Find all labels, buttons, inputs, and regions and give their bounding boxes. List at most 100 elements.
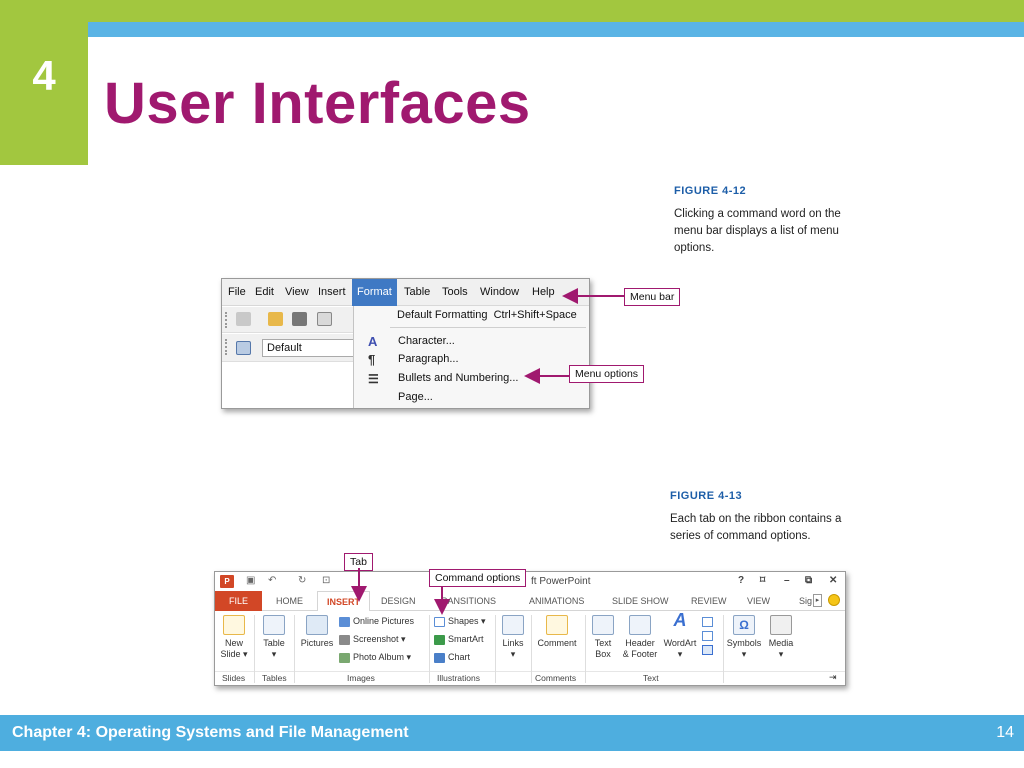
- menu-option-paragraph[interactable]: Paragraph...: [398, 353, 459, 365]
- group-separator: [294, 615, 295, 683]
- media-label: Media: [768, 638, 794, 648]
- date-time-icon: [702, 617, 713, 627]
- collapse-ribbon-icon[interactable]: ⇥: [829, 672, 837, 682]
- pictures-button[interactable]: Pictures: [299, 615, 335, 649]
- chart-button[interactable]: Chart: [434, 652, 470, 663]
- media-icon: [770, 615, 792, 635]
- header-footer-label-2: & Footer: [622, 649, 658, 659]
- scroll-right-icon[interactable]: ▸: [813, 594, 822, 607]
- ribbon-display-icon[interactable]: ⌑: [760, 575, 766, 586]
- photo-album-icon: [339, 652, 350, 663]
- group-label-images: Images: [347, 673, 375, 683]
- media-dropdown: ▾: [778, 649, 784, 659]
- text-box-icon: [592, 615, 614, 635]
- style-select[interactable]: Default: [262, 339, 354, 357]
- menu-help[interactable]: Help: [532, 286, 555, 298]
- symbols-icon: Ω: [733, 615, 755, 635]
- undo-icon[interactable]: ↶: [268, 575, 277, 586]
- menu-view[interactable]: View: [285, 286, 309, 298]
- menu-option-character[interactable]: Character...: [398, 335, 455, 347]
- tab-view[interactable]: VIEW: [747, 596, 771, 606]
- new-slide-button[interactable]: New Slide ▾: [219, 615, 249, 660]
- new-slide-icon: [223, 615, 245, 635]
- menu-bar: File Edit View Insert Format Table Tools…: [222, 279, 589, 306]
- group-separator: [585, 615, 586, 683]
- ribbon-group-divider: [215, 671, 845, 672]
- menu-window[interactable]: Window: [480, 286, 520, 298]
- photo-album-button[interactable]: Photo Album ▾: [339, 652, 411, 663]
- group-label-text: Text: [643, 673, 659, 683]
- shapes-button[interactable]: Shapes ▾: [434, 616, 486, 627]
- menu-edit[interactable]: Edit: [255, 286, 274, 298]
- tab-animations[interactable]: ANIMATIONS: [529, 596, 585, 606]
- table-label: Table: [263, 638, 285, 648]
- styles-icon[interactable]: [236, 341, 251, 355]
- tab-callout: Tab: [344, 553, 373, 571]
- menu-table[interactable]: Table: [404, 286, 431, 298]
- comment-label: Comment: [537, 638, 577, 648]
- toolbar-grip[interactable]: [225, 339, 228, 355]
- symbols-button[interactable]: Ω Symbols ▾: [725, 615, 763, 660]
- paragraph-icon: ¶: [368, 352, 376, 367]
- smartart-label: SmartArt: [448, 634, 484, 644]
- formatting-toolbar: Default: [222, 334, 354, 362]
- wordart-label: WordArt: [663, 638, 697, 648]
- save-icon[interactable]: [292, 312, 307, 326]
- group-separator: [254, 615, 255, 683]
- tab-design[interactable]: DESIGN: [381, 596, 416, 606]
- toolbar-grip[interactable]: [225, 312, 228, 328]
- menu-options-callout: Menu options: [569, 365, 645, 383]
- links-icon: [502, 615, 524, 635]
- online-pictures-button[interactable]: Online Pictures: [339, 616, 414, 627]
- header-footer-label-1: Header: [625, 638, 655, 648]
- figure-13-label: FIGURE 4-13: [670, 490, 743, 502]
- menu-file[interactable]: File: [228, 286, 246, 298]
- new-document-icon[interactable]: [236, 312, 251, 326]
- email-icon[interactable]: [317, 312, 332, 326]
- media-button[interactable]: Media ▾: [765, 615, 797, 660]
- menu-option-default-formatting[interactable]: Default Formatting Ctrl+Shift+Space: [397, 309, 577, 321]
- tab-transitions[interactable]: RANSITIONS: [441, 596, 497, 606]
- menu-tools[interactable]: Tools: [442, 286, 468, 298]
- menu-insert[interactable]: Insert: [318, 286, 346, 298]
- menu-format[interactable]: Format: [352, 279, 397, 306]
- object-icon: [702, 645, 713, 655]
- save-icon[interactable]: ▣: [246, 575, 256, 586]
- tab-home[interactable]: HOME: [276, 596, 303, 606]
- smartart-button[interactable]: SmartArt: [434, 634, 484, 645]
- tab-insert[interactable]: INSERT: [317, 591, 371, 612]
- footer-chapter-title: Chapter 4: Operating Systems and File Ma…: [12, 724, 409, 741]
- header-footer-button[interactable]: Header & Footer: [620, 615, 660, 660]
- chapter-badge: [0, 22, 88, 165]
- menu-option-bullets[interactable]: Bullets and Numbering...: [398, 372, 519, 384]
- chart-label: Chart: [448, 652, 471, 662]
- start-from-beginning-icon[interactable]: ⊡: [322, 575, 331, 586]
- table-button[interactable]: Table ▾: [259, 615, 289, 660]
- date-time-button[interactable]: [702, 617, 716, 655]
- close-icon[interactable]: ✕: [829, 575, 838, 586]
- restore-icon[interactable]: ⧉: [805, 575, 813, 586]
- slide-number-icon: [702, 631, 713, 641]
- tab-review[interactable]: REVIEW: [691, 596, 727, 606]
- smiley-icon[interactable]: [828, 594, 840, 606]
- tab-sign-in[interactable]: Sig: [799, 596, 813, 606]
- text-box-button[interactable]: Text Box: [590, 615, 616, 660]
- table-icon: [263, 615, 285, 635]
- menu-bar-callout: Menu bar: [624, 288, 681, 306]
- screenshot-icon: [339, 634, 350, 645]
- tab-slide-show[interactable]: SLIDE SHOW: [612, 596, 669, 606]
- links-button[interactable]: Links ▾: [499, 615, 527, 660]
- symbols-label: Symbols: [726, 638, 762, 648]
- title-bar: P ▣ ↶ ↻ ⊡ ft PowerPoint ? ⌑ – ⧉ ✕: [215, 572, 845, 591]
- group-separator: [531, 615, 532, 683]
- menu-option-page[interactable]: Page...: [398, 391, 433, 403]
- open-folder-icon[interactable]: [268, 312, 283, 326]
- comment-button[interactable]: Comment: [535, 615, 579, 649]
- wordart-button[interactable]: A WordArt ▾: [662, 611, 698, 660]
- redo-icon[interactable]: ↻: [298, 575, 307, 586]
- tab-file[interactable]: FILE: [215, 591, 262, 611]
- minimize-icon[interactable]: –: [784, 575, 790, 586]
- default-formatting-shortcut: Ctrl+Shift+Space: [493, 309, 577, 321]
- screenshot-button[interactable]: Screenshot ▾: [339, 634, 406, 645]
- help-icon[interactable]: ?: [738, 575, 745, 586]
